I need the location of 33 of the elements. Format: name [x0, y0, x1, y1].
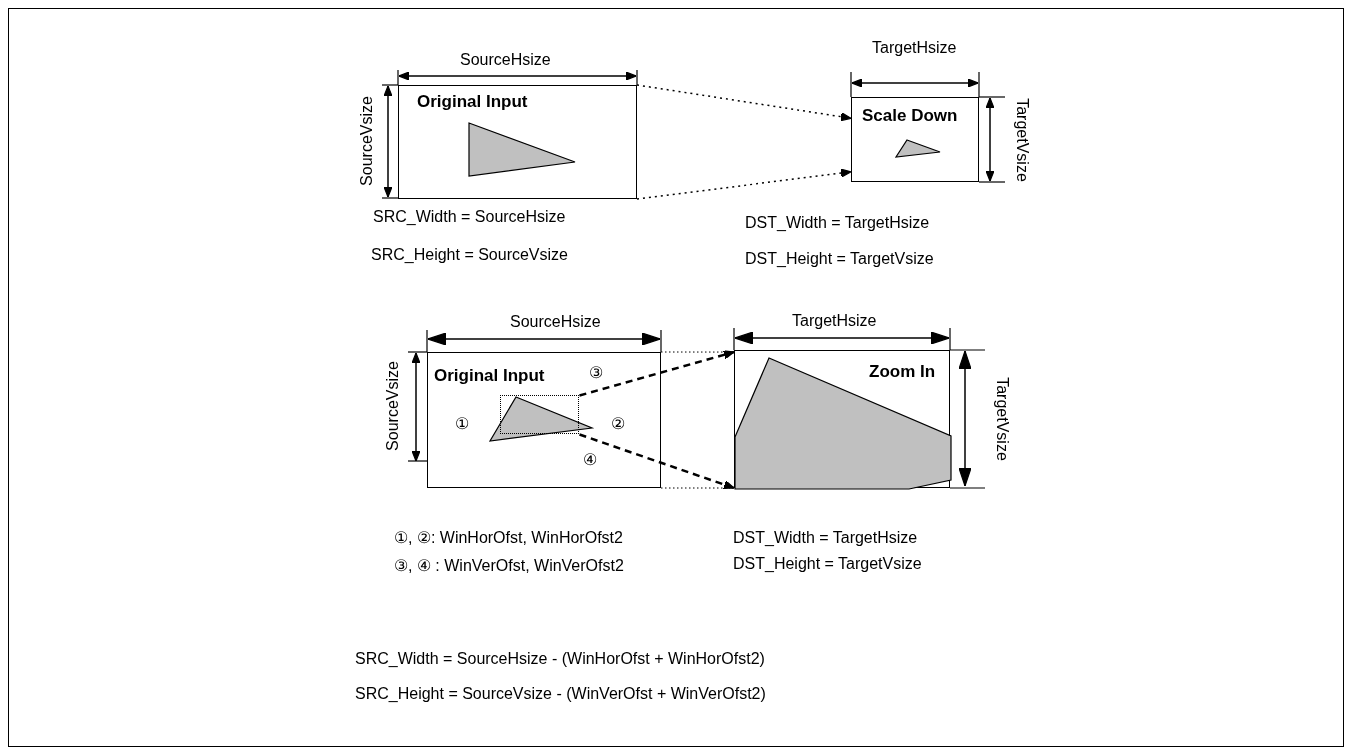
formula-text: ①, ②: WinHorOfst, WinHorOfst2	[394, 530, 623, 546]
dimension-label: TargetHsize	[792, 313, 877, 329]
callout-number: ①	[455, 416, 469, 432]
formula-text: SRC_Height = SourceVsize	[371, 247, 568, 263]
formula-text: ③, ④ : WinVerOfst, WinVerOfst2	[394, 558, 624, 574]
image-title: Scale Down	[862, 106, 958, 126]
dashed-arrow	[636, 168, 852, 200]
image-frame	[851, 97, 979, 182]
image-title: Original Input	[434, 366, 545, 386]
dimension-label: SourceHsize	[510, 314, 601, 330]
formula-text: SRC_Height = SourceVsize - (WinVerOfst + WinVerOfst2)	[355, 686, 766, 702]
callout-number: ②	[611, 416, 625, 432]
image-title: Zoom In	[869, 362, 936, 382]
image-frame	[398, 85, 637, 199]
dimension-label: SourceVsize	[359, 96, 375, 186]
dimension-label: TargetVsize	[1014, 98, 1030, 182]
formula-text: DST_Width = TargetHsize	[745, 215, 930, 231]
dimension-label: TargetHsize	[872, 40, 957, 56]
formula-text: DST_Height = TargetVsize	[733, 556, 922, 572]
image-title: Original Input	[417, 92, 528, 112]
dashed-arrow	[636, 84, 852, 122]
callout-number: ④	[583, 452, 597, 468]
dimension-label: SourceHsize	[460, 52, 551, 68]
formula-text: DST_Width = TargetHsize	[733, 530, 918, 546]
dimension-label: SourceVsize	[385, 361, 401, 451]
dashed-arrow	[579, 350, 735, 397]
crop-window	[500, 395, 579, 434]
callout-number: ③	[589, 365, 603, 381]
formula-text: DST_Height = TargetVsize	[745, 251, 934, 267]
image-frame	[427, 352, 661, 488]
formula-text: SRC_Width = SourceHsize - (WinHorOfst + WinHorOfst2)	[355, 651, 765, 667]
dimension-label: TargetVsize	[994, 377, 1010, 461]
dashed-arrow	[579, 433, 735, 490]
